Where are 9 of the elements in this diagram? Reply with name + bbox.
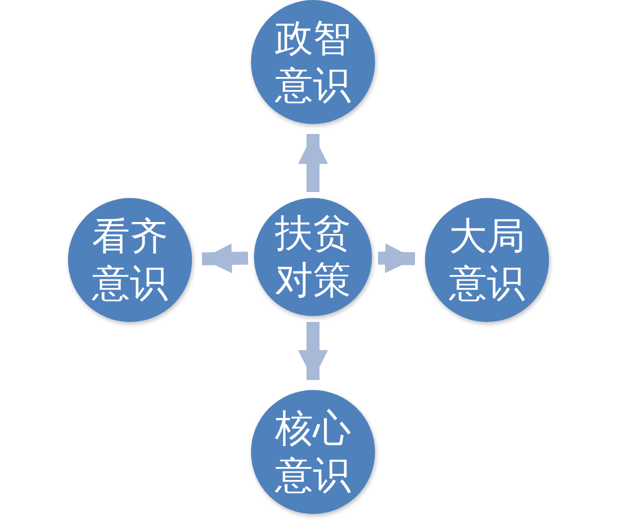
concept-label: 大局意识: [448, 212, 526, 307]
block-arrow: [298, 322, 328, 380]
block-arrow: [378, 243, 416, 274]
concept-label: 扶贫对策: [274, 210, 352, 304]
block-arrow: [202, 243, 248, 274]
concept-label: 核心意识: [274, 404, 352, 499]
block-arrow: [298, 134, 328, 192]
concept-label: 看齐意识: [91, 212, 169, 307]
concept-label: 政智意识: [274, 14, 352, 109]
